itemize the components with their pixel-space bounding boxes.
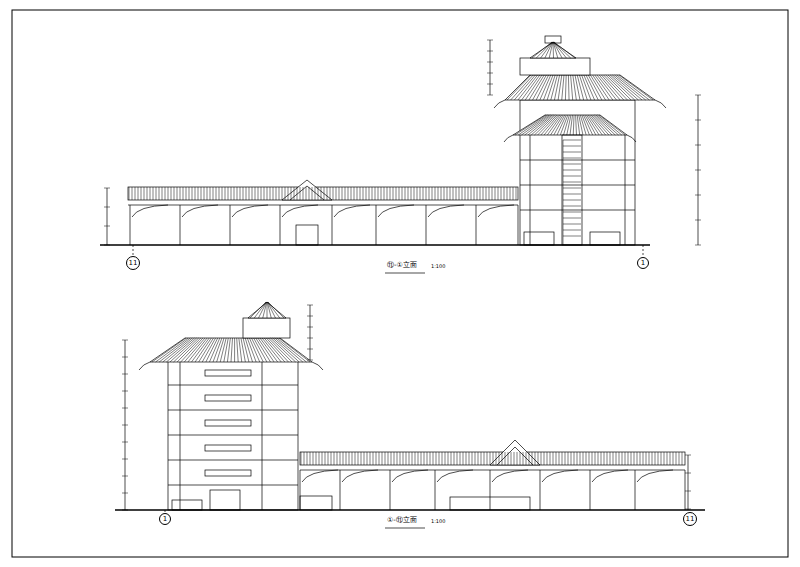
drawing-scale: 1:100	[430, 519, 446, 524]
grid-axis-bubble: 1	[159, 513, 171, 525]
sheet-border	[12, 10, 788, 557]
roof-hatching	[104, 40, 701, 510]
axis-number: 1	[163, 516, 167, 523]
axis-number: 1	[641, 260, 645, 267]
grid-axis-bubble: 11	[683, 512, 697, 526]
axis-number: 11	[686, 516, 695, 523]
elevation-title: ⑪-①立面	[386, 262, 418, 269]
axis-number: 11	[129, 260, 138, 267]
elevation-title: ①-⑪立面	[386, 517, 418, 524]
drawing-scale: 1:100	[430, 264, 446, 269]
upper-elevation	[100, 36, 698, 273]
grid-axis-bubble: 11	[126, 256, 140, 270]
grid-axis-bubble: 1	[637, 257, 649, 269]
lower-elevation	[115, 302, 705, 528]
